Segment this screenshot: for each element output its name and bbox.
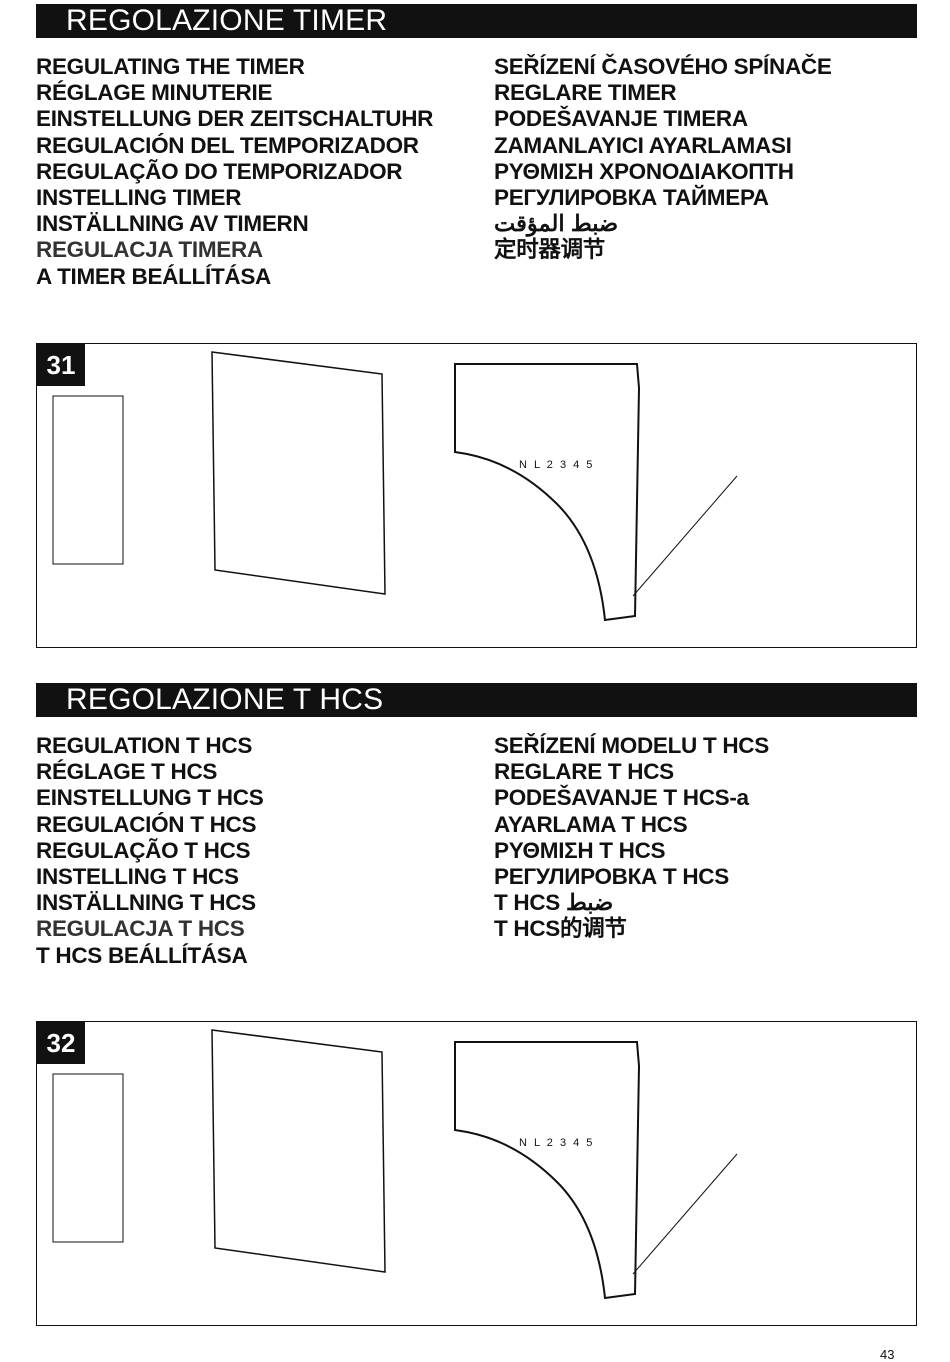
translation-line: T HCS的调节 [494, 916, 627, 942]
translation-line: SEŘÍZENÍ ČASOVÉHO SPÍNAČE [494, 54, 832, 79]
figure-32: 32 [36, 1021, 917, 1326]
translation-line: RÉGLAGE T HCS [36, 759, 218, 785]
figure-number: 32 [37, 1022, 85, 1064]
translation-line: T HCS BEÁLLÍTÁSA [36, 942, 248, 968]
fan-unit-drawing [211, 1029, 386, 1273]
translation-line: INSTELLING TIMER [36, 185, 242, 211]
translation-line: ΡΥΘΜΙΣΗ T HCS [494, 837, 666, 863]
figure-number: 31 [37, 344, 85, 386]
translation-line: PODEŠAVANJE T HCS-a [494, 785, 749, 811]
figure-31: 31 [36, 343, 917, 648]
translation-line: РЕГУЛИРОВКА T HCS [494, 864, 729, 890]
installer-icon [52, 1073, 124, 1243]
translation-line: ضبط المؤقت [494, 211, 619, 237]
translation-line: ZAMANLAYICI AYARLAMASI [494, 132, 792, 158]
section-title-timer: REGOLAZIONE TIMER [36, 4, 917, 38]
translation-line: RÉGLAGE MINUTERIE [36, 80, 273, 106]
translation-line: REGULACJA TIMERA [36, 237, 263, 263]
terminal-labels: N L 2 3 4 5 [519, 1137, 594, 1149]
terminal-labels: N L 2 3 4 5 [519, 459, 594, 471]
section-title-hcs: REGOLAZIONE T HCS [36, 683, 917, 717]
translation-line: REGLARE T HCS [494, 759, 674, 785]
translation-line: REGULAÇÃO T HCS [36, 837, 251, 863]
figure-32-illustration: N L 2 3 4 5 I + + – [52, 1029, 738, 1300]
translation-line: EINSTELLUNG T HCS [36, 785, 264, 811]
page-number: 43 [880, 1347, 895, 1362]
translation-line: A TIMER BEÁLLÍTÁSA [36, 263, 272, 289]
translation-line: РЕГУЛИРОВКА ТАЙМЕРА [494, 185, 769, 211]
translation-line: REGULATING THE TIMER [36, 54, 305, 79]
translation-line: ΡΥΘΜΙΣΗ ΧΡΟΝΟΔΙΑΚΟΠΤΗ [494, 158, 794, 184]
control-board-drawing [454, 363, 641, 622]
control-board-drawing [454, 1041, 641, 1300]
translation-line: INSTELLING T HCS [36, 864, 239, 890]
figure-31-illustration: N L 2 3 4 5 I + + – [52, 351, 738, 622]
translation-line: REGULACIÓN DEL TEMPORIZADOR [36, 132, 419, 158]
translation-line: REGULATION T HCS [36, 733, 253, 758]
translation-line: REGULACJA T HCS [36, 916, 245, 942]
installer-icon [52, 395, 124, 565]
fan-unit-drawing [211, 351, 386, 595]
translation-line: REGLARE TIMER [494, 80, 677, 106]
translation-line: INSTÄLLNING AV TIMERN [36, 211, 309, 237]
translation-line: AYARLAMA T HCS [494, 811, 688, 837]
translation-line: PODEŠAVANJE TIMERA [494, 106, 748, 132]
translation-line: INSTÄLLNING T HCS [36, 890, 256, 916]
translation-line: REGULACIÓN T HCS [36, 811, 257, 837]
translation-line: 定时器调节 [494, 237, 606, 263]
translation-line: EINSTELLUNG DER ZEITSCHALTUHR [36, 106, 434, 132]
translation-line: SEŘÍZENÍ MODELU T HCS [494, 733, 769, 758]
translation-line: REGULAÇÃO DO TEMPORIZADOR [36, 158, 403, 184]
translation-line: T HCS ضبط [494, 890, 614, 916]
